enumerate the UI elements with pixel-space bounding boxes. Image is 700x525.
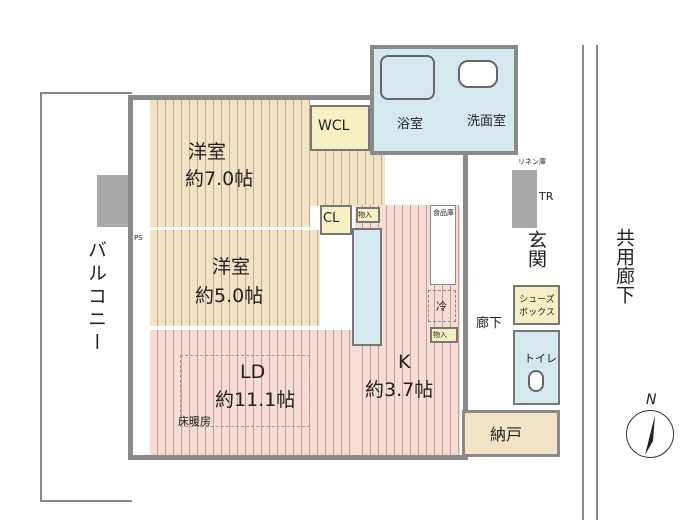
floor-heating-zone: [180, 355, 310, 427]
toilet-room: [513, 330, 560, 405]
balcony-label: バルコニー: [85, 240, 107, 355]
unit-wall: [128, 95, 468, 460]
corridor-label: 共用廊下: [613, 228, 635, 304]
balcony-area: [40, 92, 132, 502]
storage-1: [356, 207, 380, 223]
wash-basin: [458, 60, 498, 88]
linen-label: リネン庫: [518, 158, 546, 166]
living-dining: [150, 330, 355, 455]
western-room-1-size: 約7.0帖: [185, 168, 254, 190]
storeroom-label: 納戸: [490, 425, 523, 444]
wcl-area: [310, 105, 370, 151]
bath-label: 浴室: [397, 117, 424, 132]
shoebox-label: シューズボックス: [519, 295, 555, 318]
pantry-label: 食品庫: [433, 209, 454, 217]
pantry: [430, 205, 456, 285]
western-room-2-name: 洋室: [212, 256, 251, 278]
western-room-2: [150, 230, 320, 326]
tr-label: TR: [539, 190, 554, 203]
closet-floor: [310, 151, 385, 206]
cl-label: CL: [323, 211, 340, 226]
storage-2-label: 物入: [433, 331, 447, 339]
ps-label: PS: [134, 234, 143, 242]
western-room-1: [150, 100, 310, 227]
storeroom: [462, 410, 560, 457]
hallway-label: 廊下: [476, 316, 503, 331]
entrance-label: 玄関: [525, 230, 547, 268]
wcl-label: WCL: [318, 118, 350, 134]
kitchen-counter: [352, 228, 382, 346]
floor-heating-label: 床暖房: [178, 415, 211, 428]
storage-1-label: 物入: [358, 211, 372, 219]
western-room-1-name: 洋室: [188, 141, 227, 163]
corridor-wall: [582, 45, 598, 520]
kitchen-size: 約3.7帖: [365, 379, 434, 401]
fridge-label: 冷: [436, 300, 447, 313]
column: [97, 175, 132, 227]
storage-2: [430, 327, 458, 343]
compass-icon: [626, 410, 674, 458]
washroom-label: 洗面室: [467, 114, 507, 129]
toilet-bowl-icon: [528, 370, 544, 392]
toilet-label: トイレ: [524, 352, 557, 365]
ld-size: 約11.1帖: [215, 389, 296, 411]
kitchen-name: K: [398, 351, 411, 373]
bathtub: [380, 55, 435, 100]
shoebox: [513, 285, 560, 325]
compass-north-label: N: [646, 392, 657, 408]
tr-column: [512, 170, 537, 228]
fridge-space: [428, 290, 456, 322]
western-room-2-size: 約5.0帖: [195, 285, 264, 307]
cl-area: [320, 205, 352, 235]
ld-name: LD: [240, 361, 266, 383]
